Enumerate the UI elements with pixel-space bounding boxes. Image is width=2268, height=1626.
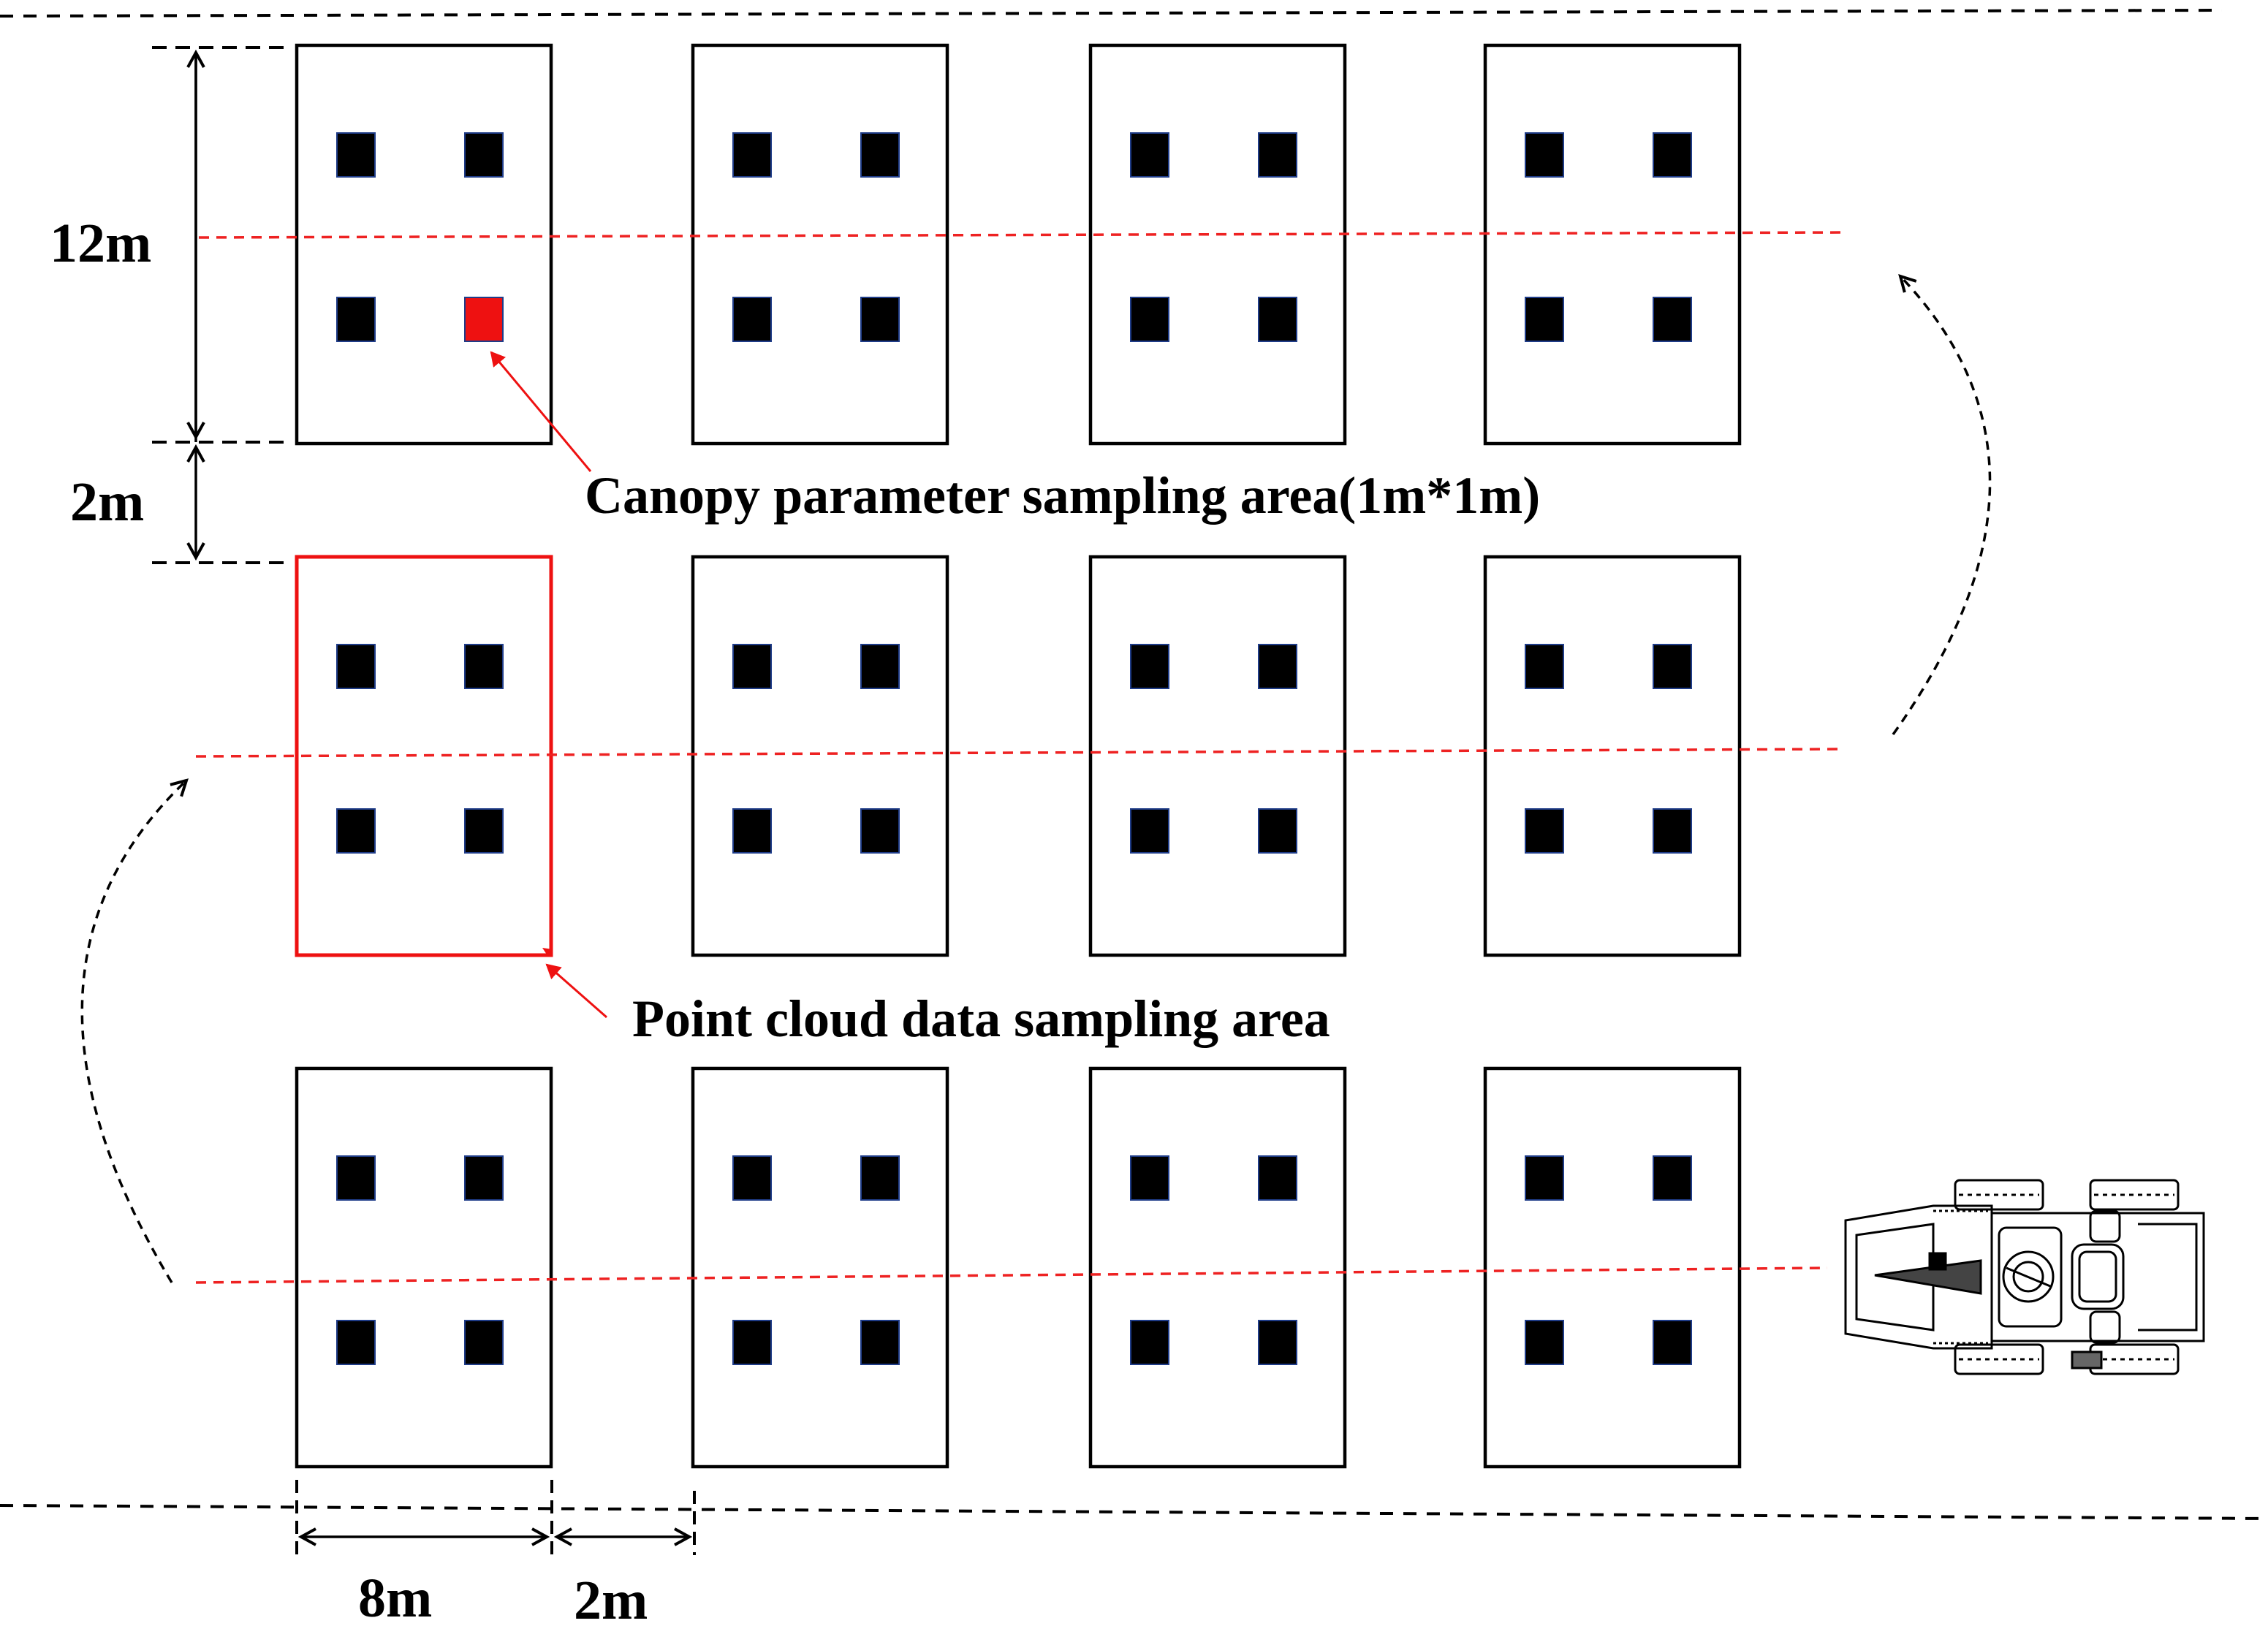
sample-square	[336, 808, 376, 854]
sample-square	[336, 1320, 376, 1365]
sample-square	[1130, 297, 1169, 342]
plot-height-label: 12m	[50, 213, 151, 274]
field-plot	[1483, 1066, 1742, 1469]
field-plot	[691, 43, 949, 446]
sample-square	[1525, 644, 1564, 689]
sample-square	[1653, 808, 1692, 854]
sample-square	[1258, 808, 1297, 854]
sample-square	[464, 132, 504, 178]
sample-square	[1525, 132, 1564, 178]
sample-square	[464, 644, 504, 689]
sample-square	[1130, 644, 1169, 689]
field-plot	[691, 555, 949, 957]
sample-square	[860, 132, 900, 178]
sample-square	[1258, 644, 1297, 689]
sample-square	[336, 644, 376, 689]
sample-square	[1525, 1155, 1564, 1201]
path-lines	[195, 231, 1846, 1284]
sample-square	[860, 297, 900, 342]
field-plot	[1088, 1066, 1347, 1469]
sample-square	[860, 644, 900, 689]
sample-square	[732, 1155, 772, 1201]
sample-square	[1525, 808, 1564, 854]
plot-height-dimension	[152, 46, 292, 564]
sample-square	[732, 297, 772, 342]
point-cloud-area-label: Point cloud data sampling area	[632, 989, 1330, 1048]
sample-square	[860, 1155, 900, 1201]
field-plot	[1483, 43, 1742, 446]
canopy-sampling-square	[464, 297, 504, 342]
sample-square	[1653, 297, 1692, 342]
sample-square	[732, 644, 772, 689]
sample-square	[1653, 1320, 1692, 1365]
plot-width-label: 8m	[358, 1568, 432, 1626]
field-plot	[1088, 555, 1347, 957]
path-line-top	[198, 231, 1846, 239]
sample-square	[464, 1320, 504, 1365]
tractor-icon	[1844, 1179, 2205, 1375]
curved-arrow-icon	[80, 780, 186, 1283]
field-plot	[295, 1066, 553, 1469]
plot-width-dimension	[295, 1480, 696, 1555]
row-gap-label: 2m	[70, 471, 144, 533]
sample-square	[1258, 297, 1297, 342]
sample-square	[1525, 1320, 1564, 1365]
path-line-middle	[195, 748, 1843, 758]
sample-square	[336, 1155, 376, 1201]
field-top-boundary	[0, 9, 2223, 18]
curved-arrow-icon	[1892, 276, 1992, 736]
point-cloud-pointer-arrow	[545, 963, 607, 1019]
sample-square	[860, 808, 900, 854]
sample-square	[1653, 644, 1692, 689]
sample-square	[336, 132, 376, 178]
sample-square	[732, 808, 772, 854]
sample-square	[1130, 808, 1169, 854]
sample-square	[1653, 132, 1692, 178]
sample-square	[1653, 1155, 1692, 1201]
canopy-pointer-arrow	[490, 351, 592, 472]
sample-square	[1258, 1155, 1297, 1201]
sample-square	[1130, 1155, 1169, 1201]
sample-square	[464, 808, 504, 854]
sample-square	[1258, 1320, 1297, 1365]
path-line-bottom	[195, 1266, 1828, 1284]
sample-square	[1258, 132, 1297, 178]
field-plot	[691, 1066, 949, 1469]
sample-square	[464, 1155, 504, 1201]
field-plot	[1483, 555, 1742, 957]
sample-square	[1130, 132, 1169, 178]
canopy-area-label: Canopy parameter sampling area(1m*1m)	[585, 466, 1540, 525]
sample-square	[1130, 1320, 1169, 1365]
sample-square	[1525, 297, 1564, 342]
col-gap-label: 2m	[574, 1570, 648, 1626]
sample-square	[732, 132, 772, 178]
sample-square	[860, 1320, 900, 1365]
plot-corner-marker	[542, 948, 553, 957]
plot-grid	[295, 43, 1742, 1469]
field-plot	[1088, 43, 1347, 446]
sample-square	[732, 1320, 772, 1365]
field-plot	[295, 43, 553, 446]
field-bottom-boundary	[0, 1504, 2268, 1520]
sample-square	[336, 297, 376, 342]
